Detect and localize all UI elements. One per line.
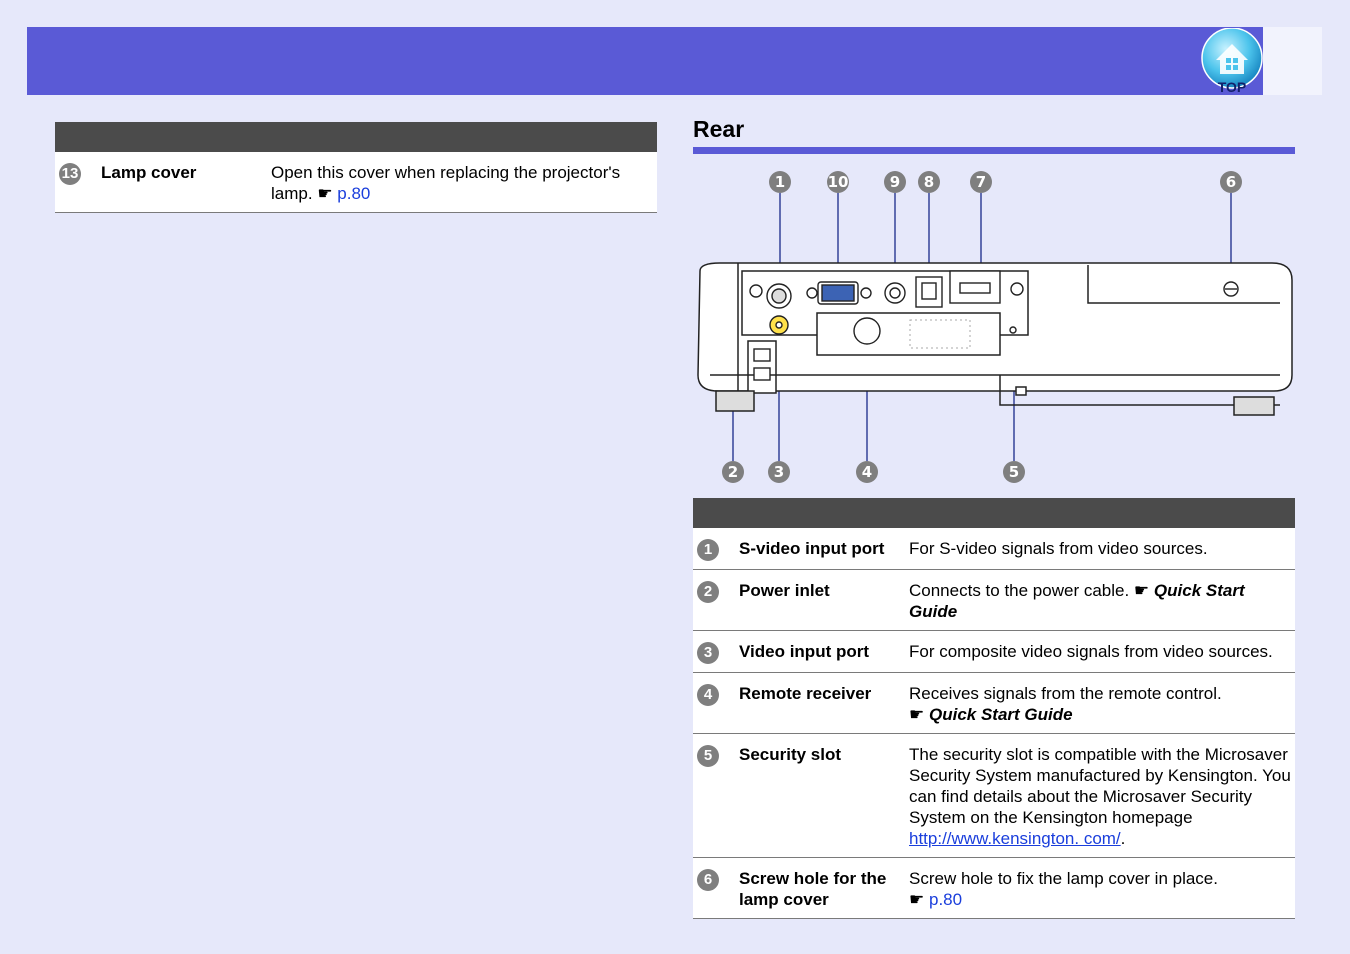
item-description: Screw hole to fix the lamp cover in plac… bbox=[905, 857, 1295, 919]
item-name: S-video input port bbox=[735, 528, 905, 570]
speaker-grille bbox=[909, 319, 971, 349]
item-name: Security slot bbox=[735, 733, 905, 858]
table-row: 5 Security slot The security slot is com… bbox=[693, 733, 1295, 858]
header-bar bbox=[27, 27, 1263, 95]
section-title: Rear bbox=[693, 116, 745, 142]
item-description: Connects to the power cable. ☛ Quick Sta… bbox=[905, 569, 1295, 631]
table-row: 2 Power inlet Connects to the power cabl… bbox=[693, 569, 1295, 631]
rear-ports bbox=[749, 270, 1239, 381]
table-row: 1 S-video input port For S-video signals… bbox=[693, 528, 1295, 570]
number-badge: 2 bbox=[697, 581, 719, 603]
callout-8: 8 bbox=[924, 173, 934, 191]
callout-2: 2 bbox=[728, 463, 738, 481]
callout-1: 1 bbox=[775, 173, 785, 191]
callout-5: 5 bbox=[1009, 463, 1019, 481]
item-name: Lamp cover bbox=[97, 152, 267, 213]
lamp-cover-table: 13 Lamp cover Open this cover when repla… bbox=[55, 122, 657, 213]
pointing-hand-icon: ☛ bbox=[317, 184, 333, 203]
table-row: 4 Remote receiver Receives signals from … bbox=[693, 672, 1295, 734]
number-badge: 13 bbox=[59, 163, 81, 185]
number-badge: 1 bbox=[697, 539, 719, 561]
callout-7: 7 bbox=[976, 173, 986, 191]
callout-6: 6 bbox=[1226, 173, 1236, 191]
callout-3: 3 bbox=[774, 463, 784, 481]
pointing-hand-icon: ☛ bbox=[909, 705, 925, 724]
table-header bbox=[55, 122, 657, 152]
pointing-hand-icon: ☛ bbox=[909, 890, 925, 909]
callout-4: 4 bbox=[862, 463, 872, 481]
item-description: For composite video signals from video s… bbox=[905, 630, 1295, 673]
number-badge: 5 bbox=[697, 745, 719, 767]
page-number-box bbox=[1263, 27, 1322, 95]
item-name: Power inlet bbox=[735, 569, 905, 631]
callout-10: 10 bbox=[828, 173, 849, 191]
top-button-label[interactable]: TOP bbox=[1217, 79, 1247, 95]
page-link[interactable]: p.80 bbox=[337, 184, 371, 203]
table-row: 6 Screw hole for the lamp cover Screw ho… bbox=[693, 857, 1295, 919]
item-description: The security slot is compatible with the… bbox=[905, 733, 1295, 858]
guide-reference: Quick Start Guide bbox=[909, 581, 1245, 621]
item-description: Receives signals from the remote control… bbox=[905, 672, 1295, 734]
item-description: For S-video signals from video sources. bbox=[905, 528, 1295, 570]
item-name: Screw hole for the lamp cover bbox=[735, 857, 905, 919]
number-badge: 3 bbox=[697, 642, 719, 664]
rear-parts-table: 1 S-video input port For S-video signals… bbox=[693, 498, 1295, 919]
number-badge: 6 bbox=[697, 869, 719, 891]
callout-9: 9 bbox=[890, 173, 900, 191]
page-link[interactable]: p.80 bbox=[928, 890, 963, 909]
table-header bbox=[693, 498, 1295, 528]
item-description: Open this cover when replacing the proje… bbox=[267, 152, 657, 213]
section-rule bbox=[693, 147, 1295, 154]
top-button-icon[interactable] bbox=[1200, 28, 1264, 94]
table-row: 3 Video input port For composite video s… bbox=[693, 630, 1295, 673]
callout-markers: 1 10 9 8 7 6 2 3 4 5 bbox=[722, 171, 1242, 483]
guide-reference: Quick Start Guide bbox=[928, 705, 1073, 724]
pointing-hand-icon: ☛ bbox=[1133, 581, 1150, 600]
projector-rear-diagram: 1 10 9 8 7 6 2 3 4 5 bbox=[697, 171, 1293, 483]
item-name: Video input port bbox=[735, 630, 905, 673]
item-name: Remote receiver bbox=[735, 672, 905, 734]
table-row: 13 Lamp cover Open this cover when repla… bbox=[55, 152, 657, 213]
kensington-link[interactable]: http://www.kensington. com/ bbox=[909, 829, 1121, 848]
number-badge: 4 bbox=[697, 684, 719, 706]
